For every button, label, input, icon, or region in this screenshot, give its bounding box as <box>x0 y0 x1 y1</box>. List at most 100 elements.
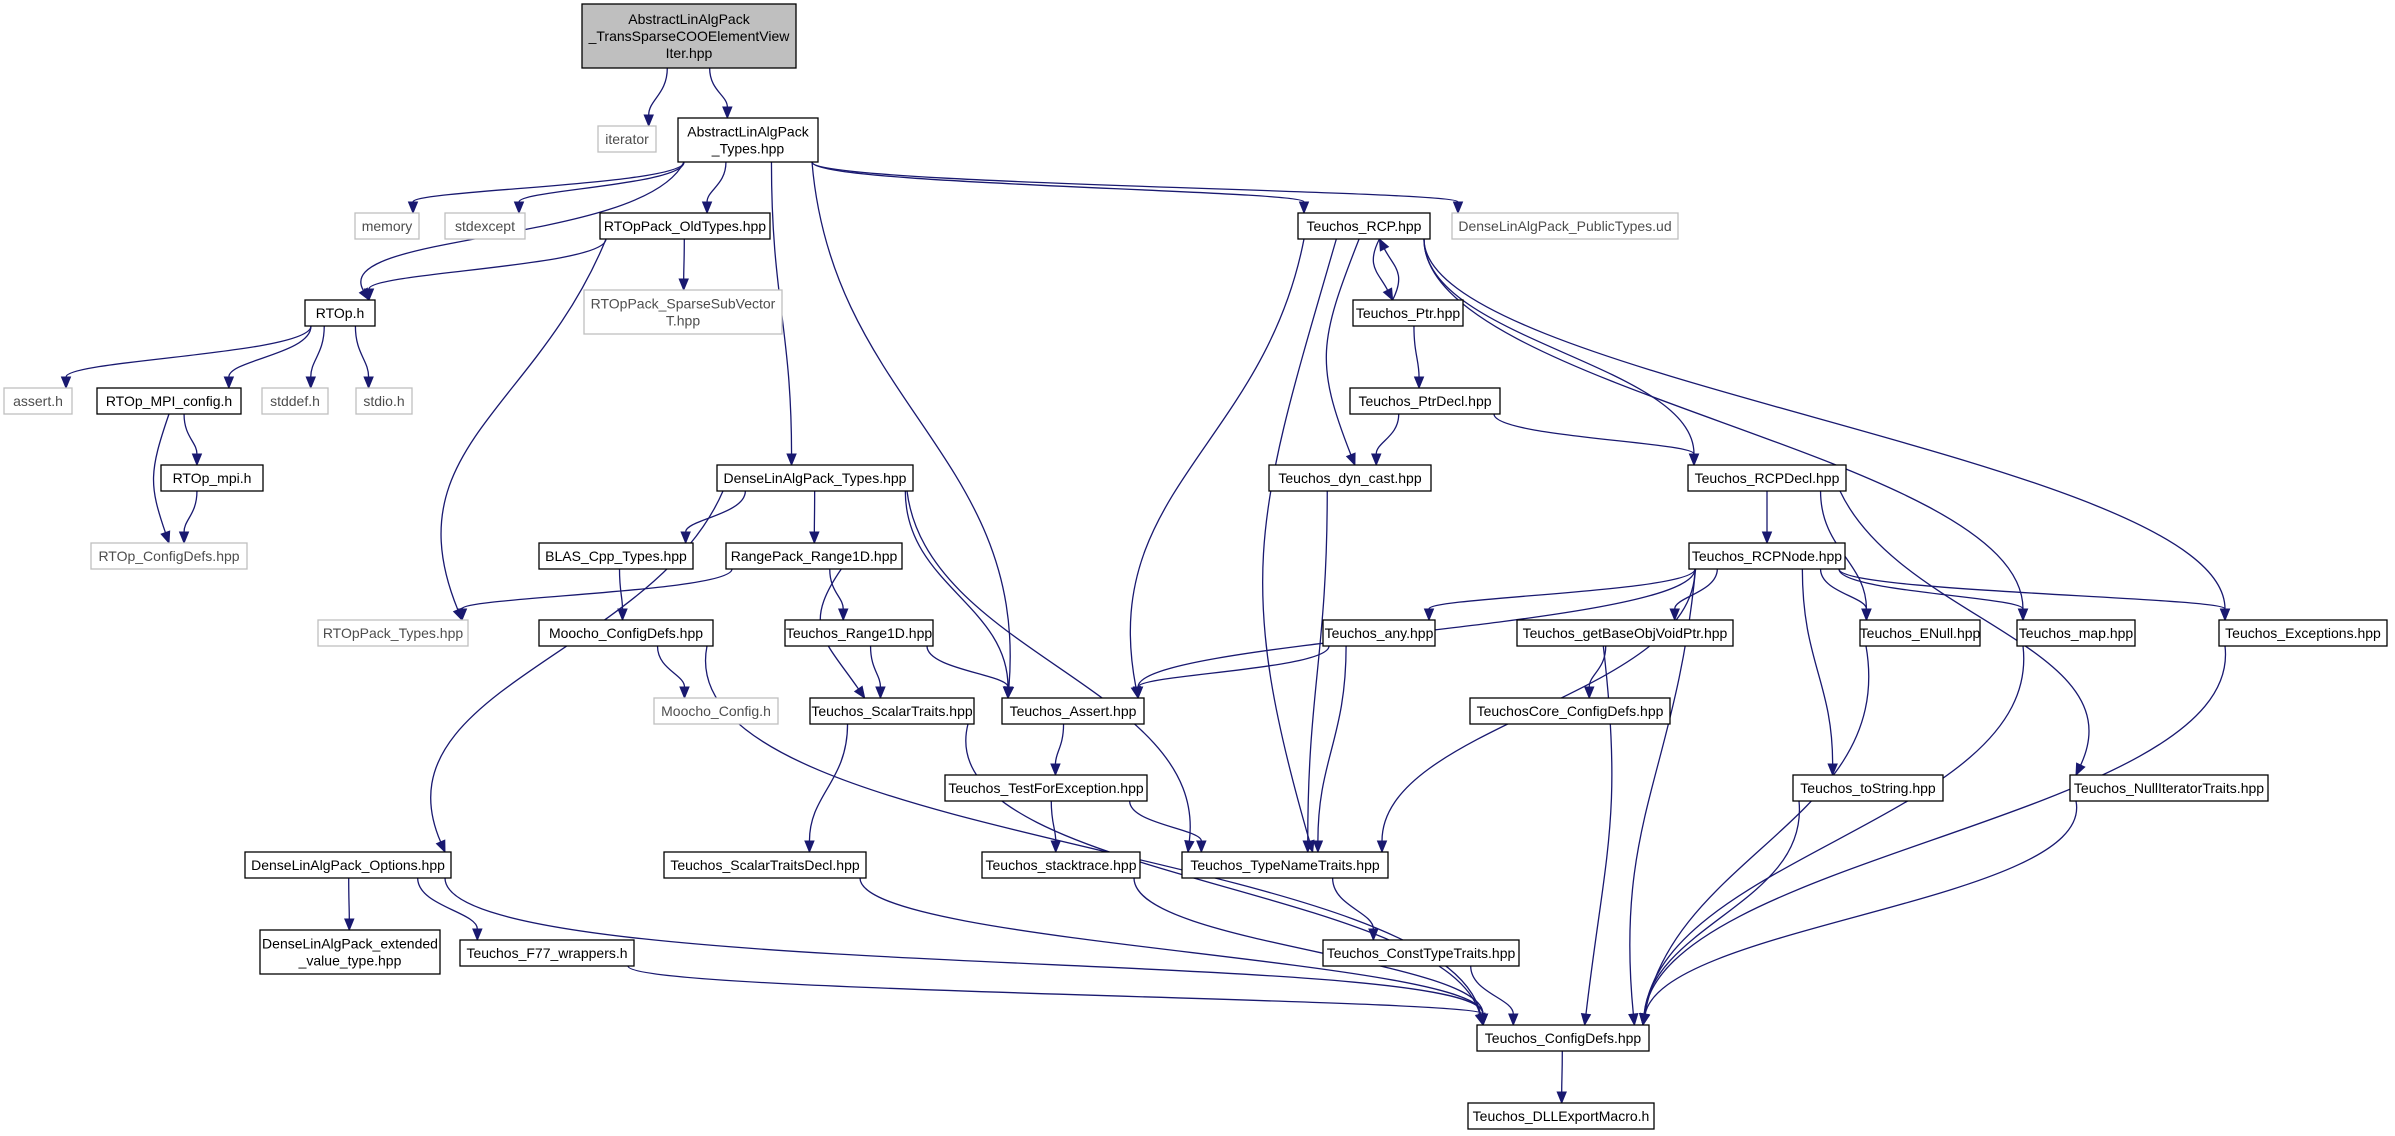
node-label: _Types.hpp <box>711 141 785 157</box>
arrowhead <box>1196 840 1207 854</box>
edge-rtoph-to-asserth <box>60 325 312 390</box>
node-trange1d[interactable]: Teuchos_Range1D.hpp <box>784 619 934 647</box>
arrowhead <box>1669 608 1680 622</box>
node-publictypes[interactable]: DenseLinAlgPack_PublicTypes.ud <box>1451 212 1679 240</box>
node-box <box>259 929 441 975</box>
node-rcpdecl[interactable]: Teuchos_RCPDecl.hpp <box>1687 464 1847 492</box>
edge-rcp-to-rcpdecl <box>1423 238 1700 467</box>
node-label: Teuchos_Range1D.hpp <box>786 625 933 641</box>
node-box <box>1349 387 1501 415</box>
node-map[interactable]: Teuchos_map.hpp <box>2016 619 2136 647</box>
node-rtopmpi[interactable]: RTOp_mpi.h <box>160 464 264 492</box>
node-moochoconfig[interactable]: Moocho_Config.h <box>653 697 779 725</box>
node-stdio[interactable]: stdio.h <box>355 387 413 415</box>
node-rtoppacktypes[interactable]: RTOpPack_Types.hpp <box>317 619 469 647</box>
edge-rtoph-to-mpiconfig <box>223 325 312 390</box>
node-label: AbstractLinAlgPack <box>687 124 809 140</box>
node-tconfig[interactable]: Teuchos_ConfigDefs.hpp <box>1476 1024 1650 1052</box>
node-label: AbstractLinAlgPack <box>628 11 750 27</box>
node-f77[interactable]: Teuchos_F77_wrappers.h <box>459 939 635 967</box>
node-label: RTOp.h <box>316 305 365 321</box>
node-rcp[interactable]: Teuchos_RCP.hpp <box>1297 212 1431 240</box>
node-rtopconfig[interactable]: RTOp_ConfigDefs.hpp <box>90 542 248 570</box>
node-rtoph[interactable]: RTOp.h <box>304 299 376 327</box>
node-box <box>1322 619 1436 647</box>
edge-line <box>1644 800 2077 1015</box>
node-box <box>538 619 714 647</box>
node-consttype[interactable]: Teuchos_ConstTypeTraits.hpp <box>1322 939 1520 967</box>
node-oldtypes[interactable]: RTOpPack_OldTypes.hpp <box>599 212 771 240</box>
node-scalardecl[interactable]: Teuchos_ScalarTraitsDecl.hpp <box>663 851 867 879</box>
node-tassert[interactable]: Teuchos_Assert.hpp <box>1001 697 1145 725</box>
edge-moochoconfigdefs-to-moochoconfig <box>656 645 690 700</box>
node-asserth[interactable]: assert.h <box>3 387 73 415</box>
node-label: Teuchos_Assert.hpp <box>1010 703 1137 719</box>
node-ptr[interactable]: Teuchos_Ptr.hpp <box>1352 299 1464 327</box>
arrowhead <box>178 531 190 545</box>
node-box <box>716 464 914 492</box>
node-blas[interactable]: BLAS_Cpp_Types.hpp <box>538 542 694 570</box>
edge-rcpnode-to-tostring <box>1801 568 1838 777</box>
arrowhead <box>1584 686 1595 700</box>
arrowhead <box>407 201 419 215</box>
edge-line <box>869 645 882 688</box>
node-range1d[interactable]: RangePack_Range1D.hpp <box>725 542 903 570</box>
node-exceptions[interactable]: Teuchos_Exceptions.hpp <box>2218 619 2388 647</box>
edge-line <box>1819 568 1868 610</box>
node-iterator[interactable]: iterator <box>597 125 657 153</box>
edge-line <box>1325 238 1360 456</box>
node-box <box>583 289 783 335</box>
node-typename[interactable]: Teuchos_TypeNameTraits.hpp <box>1181 851 1389 879</box>
node-dyncast[interactable]: Teuchos_dyn_cast.hpp <box>1268 464 1432 492</box>
arrowhead <box>60 376 72 390</box>
node-options[interactable]: DenseLinAlgPack_Options.hpp <box>244 851 452 879</box>
node-moochoconfigdefs[interactable]: Moocho_ConfigDefs.hpp <box>538 619 714 647</box>
node-stacktrace[interactable]: Teuchos_stacktrace.hpp <box>981 851 1141 879</box>
edge-testfor-to-stacktrace <box>1050 800 1061 854</box>
node-mpiconfig[interactable]: RTOp_MPI_config.h <box>96 387 242 415</box>
node-nulliter[interactable]: Teuchos_NullIteratorTraits.hpp <box>2069 774 2269 802</box>
node-box <box>2218 619 2388 647</box>
node-label: stdio.h <box>363 393 404 409</box>
edge-mpiconfig-to-rtopconfig <box>152 413 171 545</box>
node-box <box>725 542 903 570</box>
edge-line <box>618 568 624 610</box>
edge-types-to-publictypes <box>811 161 1464 215</box>
edge-line <box>683 238 685 280</box>
node-testfor[interactable]: Teuchos_TestForException.hpp <box>944 774 1148 802</box>
edge-line <box>627 965 1484 1015</box>
node-types[interactable]: AbstractLinAlgPack_Types.hpp <box>677 117 819 163</box>
node-stdexcept[interactable]: stdexcept <box>444 212 526 240</box>
node-label: _value_type.hpp <box>298 953 402 969</box>
node-box <box>1469 697 1671 725</box>
node-tostring[interactable]: Teuchos_toString.hpp <box>1792 774 1944 802</box>
node-label: Teuchos_F77_wrappers.h <box>466 945 627 961</box>
node-box <box>677 117 819 163</box>
node-label: RTOp_ConfigDefs.hpp <box>98 548 239 564</box>
edge-line <box>926 645 1009 688</box>
node-root[interactable]: AbstractLinAlgPack_TransSparseCOOElement… <box>581 3 797 69</box>
node-box <box>1476 1024 1650 1052</box>
node-ptrdecl[interactable]: Teuchos_PtrDecl.hpp <box>1349 387 1501 415</box>
edge-any-to-typename <box>1312 645 1347 854</box>
edge-tassert-to-testfor <box>1050 723 1065 777</box>
edge-line <box>1383 248 1400 301</box>
edge-blas-to-moochoconfigdefs <box>617 568 628 622</box>
node-extvalue[interactable]: DenseLinAlgPack_extended_value_type.hpp <box>259 929 441 975</box>
node-memory[interactable]: memory <box>354 212 420 240</box>
node-dlatypes[interactable]: DenseLinAlgPack_Types.hpp <box>716 464 914 492</box>
node-coreconfig[interactable]: TeuchosCore_ConfigDefs.hpp <box>1469 697 1671 725</box>
arrowhead <box>472 928 483 942</box>
arrowhead <box>435 839 446 854</box>
node-scalartraits[interactable]: Teuchos_ScalarTraits.hpp <box>809 697 975 725</box>
node-box <box>653 697 779 725</box>
node-any[interactable]: Teuchos_any.hpp <box>1322 619 1436 647</box>
node-enull[interactable]: Teuchos_ENull.hpp <box>1859 619 1981 647</box>
node-rcpnode[interactable]: Teuchos_RCPNode.hpp <box>1688 542 1846 570</box>
edge-line <box>1493 413 1695 455</box>
edge-tconfig-to-dllexport <box>1556 1050 1567 1105</box>
node-stddef[interactable]: stddef.h <box>261 387 329 415</box>
node-getbase[interactable]: Teuchos_getBaseObjVoidPtr.hpp <box>1516 619 1734 647</box>
node-dllexport[interactable]: Teuchos_DLLExportMacro.h <box>1467 1102 1655 1130</box>
